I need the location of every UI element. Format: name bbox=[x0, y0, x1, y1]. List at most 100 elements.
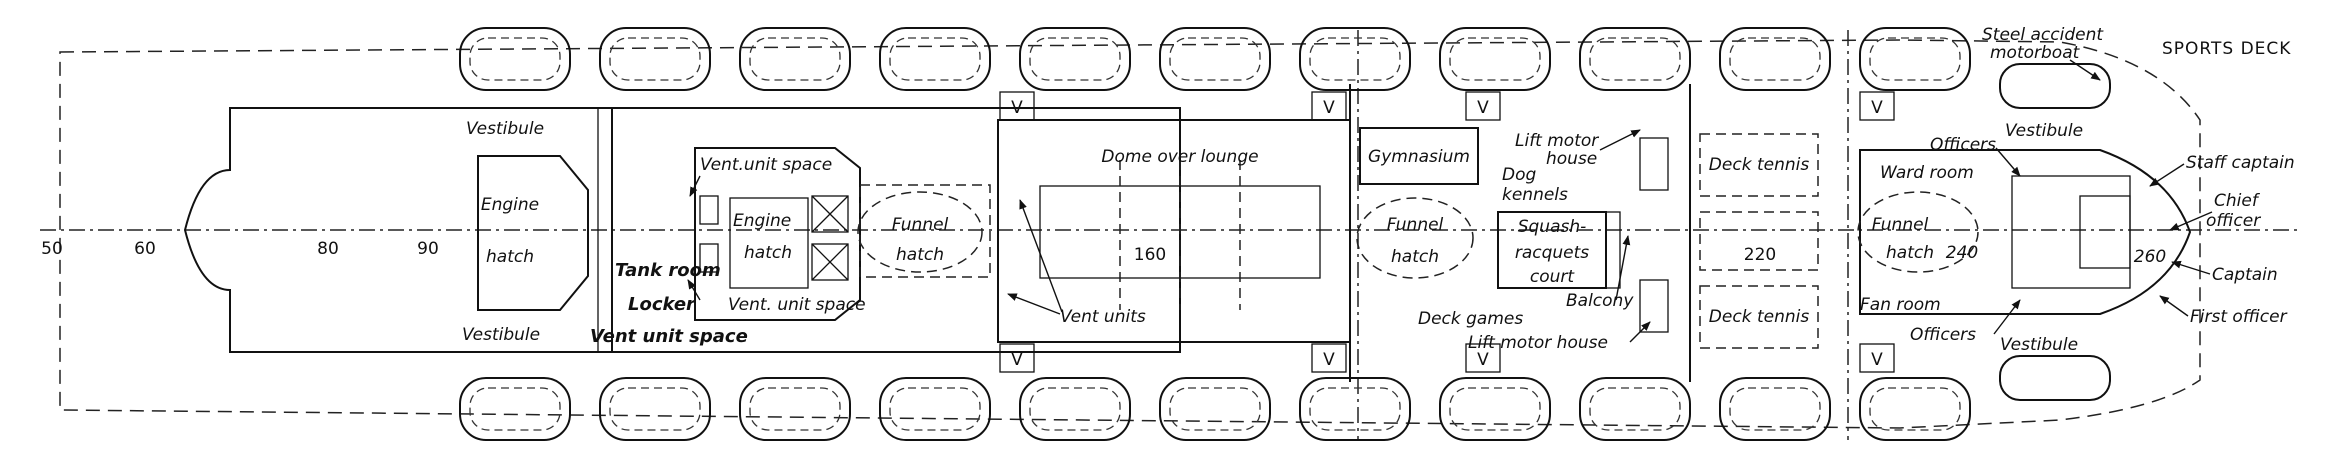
vent-box-label: V bbox=[1871, 98, 1883, 118]
label-vent-units: Vent units bbox=[1060, 307, 1146, 327]
hull-outline bbox=[59, 39, 2201, 429]
arrow bbox=[2169, 211, 2213, 231]
label-kennels: kennels bbox=[1502, 185, 1568, 205]
frame-number: 220 bbox=[1744, 245, 1776, 265]
frame-number: 240 bbox=[1946, 243, 1978, 263]
lifeboat bbox=[1299, 377, 1411, 441]
label-vestibule-bottom-aft: Vestibule bbox=[462, 325, 540, 345]
lifeboat bbox=[1439, 27, 1551, 91]
lifeboat bbox=[599, 27, 711, 91]
label-house: house bbox=[1546, 149, 1597, 169]
label-funnel-2: Funnel bbox=[1387, 215, 1444, 235]
label-tank-room: Tank room bbox=[615, 260, 721, 281]
label-balcony: Balcony bbox=[1566, 291, 1634, 311]
frame-number: 50 bbox=[41, 239, 63, 259]
label-vent-unit-space-bottom: Vent. unit space bbox=[728, 295, 866, 315]
lifeboat bbox=[459, 27, 571, 91]
label-court: court bbox=[1530, 267, 1576, 287]
label-vestibule-top-fwd: Vestibule bbox=[2005, 121, 2083, 141]
arrow bbox=[1995, 147, 2021, 177]
vent-cross-c bbox=[811, 195, 849, 233]
label-steel-accident: Steel accident bbox=[1982, 25, 2104, 45]
captain-cabin bbox=[2079, 195, 2131, 269]
bridge-block bbox=[2011, 175, 2131, 289]
leader-arrows bbox=[687, 59, 2213, 343]
label-racquets: racquets bbox=[1515, 243, 1589, 263]
vent-box-b bbox=[699, 243, 719, 273]
lifeboat bbox=[1159, 27, 1271, 91]
lifeboat bbox=[459, 377, 571, 441]
lifeboat bbox=[879, 27, 991, 91]
arrow bbox=[2069, 59, 2101, 81]
label-officers-top: Officers bbox=[1930, 135, 1996, 155]
vent-box-label: V bbox=[1011, 98, 1023, 118]
lifeboat bbox=[1999, 355, 2111, 401]
label-lift-motor: Lift motor bbox=[1515, 131, 1599, 151]
label-deck-tennis-bottom: Deck tennis bbox=[1709, 307, 1810, 327]
lifeboat bbox=[599, 377, 711, 441]
lifeboat bbox=[1579, 27, 1691, 91]
label-dog: Dog bbox=[1502, 165, 1536, 185]
lifeboat bbox=[879, 377, 991, 441]
engine-hatch-box bbox=[477, 155, 589, 311]
lifeboat bbox=[1019, 27, 1131, 91]
stair-top bbox=[1639, 137, 1669, 191]
forward-house bbox=[1859, 149, 2192, 315]
frame-number: 80 bbox=[317, 239, 339, 259]
frame-number: 60 bbox=[134, 239, 156, 259]
arrow bbox=[2159, 295, 2189, 317]
label-ward-room: Ward room bbox=[1880, 163, 1974, 183]
label-dome-over-lounge: Dome over lounge bbox=[1101, 147, 1258, 167]
arrow bbox=[2149, 163, 2185, 187]
gymnasium-box bbox=[1359, 127, 1479, 185]
lifeboat bbox=[1439, 377, 1551, 441]
arrow bbox=[1599, 129, 1641, 151]
label-locker: Locker bbox=[628, 294, 696, 315]
engine-label: Engine bbox=[481, 195, 539, 215]
label-vent-unit-space-bold: Vent unit space bbox=[590, 326, 748, 347]
superstructure-outline bbox=[183, 107, 1181, 353]
label-motorboat: motorboat bbox=[1990, 43, 2081, 63]
lifeboat bbox=[739, 27, 851, 91]
vent-box-a bbox=[699, 195, 719, 225]
arrow bbox=[687, 279, 701, 301]
label-deck-games: Deck games bbox=[1418, 309, 1523, 329]
engine-small-hatch bbox=[729, 197, 809, 289]
lifeboat bbox=[1859, 27, 1971, 91]
label-engine-small: Engine bbox=[733, 211, 791, 231]
vent-boxes: V V V V V V V V bbox=[999, 91, 1895, 373]
label-funnel-3: Funnel bbox=[1872, 215, 1929, 235]
frame-number: 160 bbox=[1134, 245, 1166, 265]
vent-box-c bbox=[811, 195, 849, 233]
arrow bbox=[1007, 293, 1061, 315]
label-hatch-small: hatch bbox=[744, 243, 792, 263]
label-funnel-hatch-3: hatch bbox=[1886, 243, 1934, 263]
tennis-centre-court bbox=[1699, 211, 1819, 271]
label-vestibule-bottom-fwd: Vestibule bbox=[2000, 335, 2078, 355]
squash-gallery bbox=[1605, 211, 1621, 289]
vent-box-label: V bbox=[1477, 350, 1489, 370]
arrow bbox=[2171, 260, 2211, 275]
lifeboat bbox=[1719, 27, 1831, 91]
lifeboat bbox=[1579, 377, 1691, 441]
lifeboat bbox=[1859, 377, 1971, 441]
vent-box-label: V bbox=[1871, 350, 1883, 370]
frame-number: 260 bbox=[2134, 247, 2166, 267]
label-fan-room: Fan room bbox=[1860, 295, 1941, 315]
deck-tennis-bottom-court bbox=[1699, 285, 1819, 349]
label-deck-tennis-top: Deck tennis bbox=[1709, 155, 1810, 175]
vent-cross-d bbox=[811, 243, 849, 281]
label-lift-motor-house: Lift motor house bbox=[1468, 333, 1608, 353]
frame-number: 90 bbox=[417, 239, 439, 259]
lifeboats-top bbox=[459, 27, 2111, 109]
label-vent-unit-space-top: Vent.unit space bbox=[700, 155, 832, 175]
arrow bbox=[1629, 321, 1651, 343]
funnel-hatch-3 bbox=[1857, 191, 1979, 273]
stair-bottom bbox=[1639, 279, 1669, 333]
vent-box-label: V bbox=[1477, 98, 1489, 118]
funnel-casing-1 bbox=[859, 184, 991, 278]
label-squash: Squash- bbox=[1518, 217, 1587, 237]
gymnasium-label: Gymnasium bbox=[1368, 147, 1470, 167]
label-funnel-hatch-2: hatch bbox=[1391, 247, 1439, 267]
lifeboats-bottom bbox=[459, 355, 2111, 441]
